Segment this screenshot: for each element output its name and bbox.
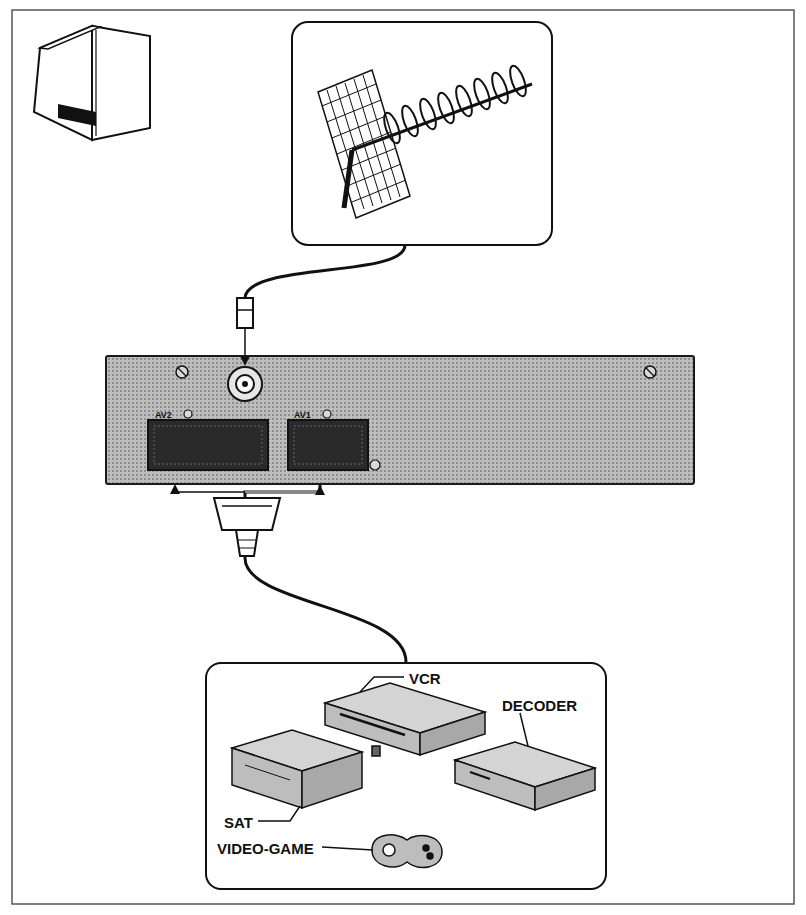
antenna-boom	[352, 84, 532, 150]
scart-plug-detail	[222, 505, 272, 507]
rear-panel: AV2 AV1	[105, 355, 695, 485]
antenna-loop	[453, 84, 475, 118]
tv-top-edge	[40, 26, 100, 49]
coax-plug	[237, 298, 253, 328]
tv-body	[34, 26, 92, 140]
device-label: VCR	[409, 670, 441, 687]
antenna-box	[292, 22, 552, 245]
tv-rear-panel	[58, 104, 96, 126]
antenna-reflector	[318, 70, 410, 218]
arrow-head	[315, 485, 325, 495]
antenna-loop	[471, 77, 493, 111]
antenna-loop	[381, 111, 403, 145]
device-label: VIDEO-GAME	[217, 840, 314, 857]
outer-frame	[12, 10, 794, 904]
tv-front	[92, 26, 150, 140]
antenna-loop	[399, 104, 421, 138]
tv-icon	[34, 26, 150, 140]
antenna-cable	[245, 245, 405, 298]
strain-relief-rib	[239, 548, 255, 549]
antenna-loop	[435, 91, 457, 125]
antenna-grid	[322, 75, 406, 209]
tv-bezel-line	[95, 30, 96, 136]
antenna-mast	[344, 150, 352, 208]
bracket-arrow-head	[170, 484, 180, 494]
device-label: DECODER	[502, 697, 577, 714]
coax-plug-ring	[237, 309, 253, 311]
strain-relief-rib	[238, 540, 256, 541]
antenna-loop	[417, 97, 439, 131]
device-box: VCR DECODER SAT VIDEO-GAME	[205, 662, 607, 890]
socket-label: AV2	[155, 410, 172, 420]
antenna-loop	[489, 71, 511, 105]
scart-plug	[214, 498, 280, 530]
antenna-drawing	[318, 64, 532, 218]
antenna-loop	[507, 64, 529, 98]
socket-label: AV1	[294, 410, 311, 420]
scart-strain-relief	[236, 530, 258, 556]
scart-cable	[245, 485, 406, 662]
bracket-highlight	[245, 491, 320, 492]
device-label: SAT	[224, 814, 253, 831]
bracket-branch	[175, 490, 245, 492]
